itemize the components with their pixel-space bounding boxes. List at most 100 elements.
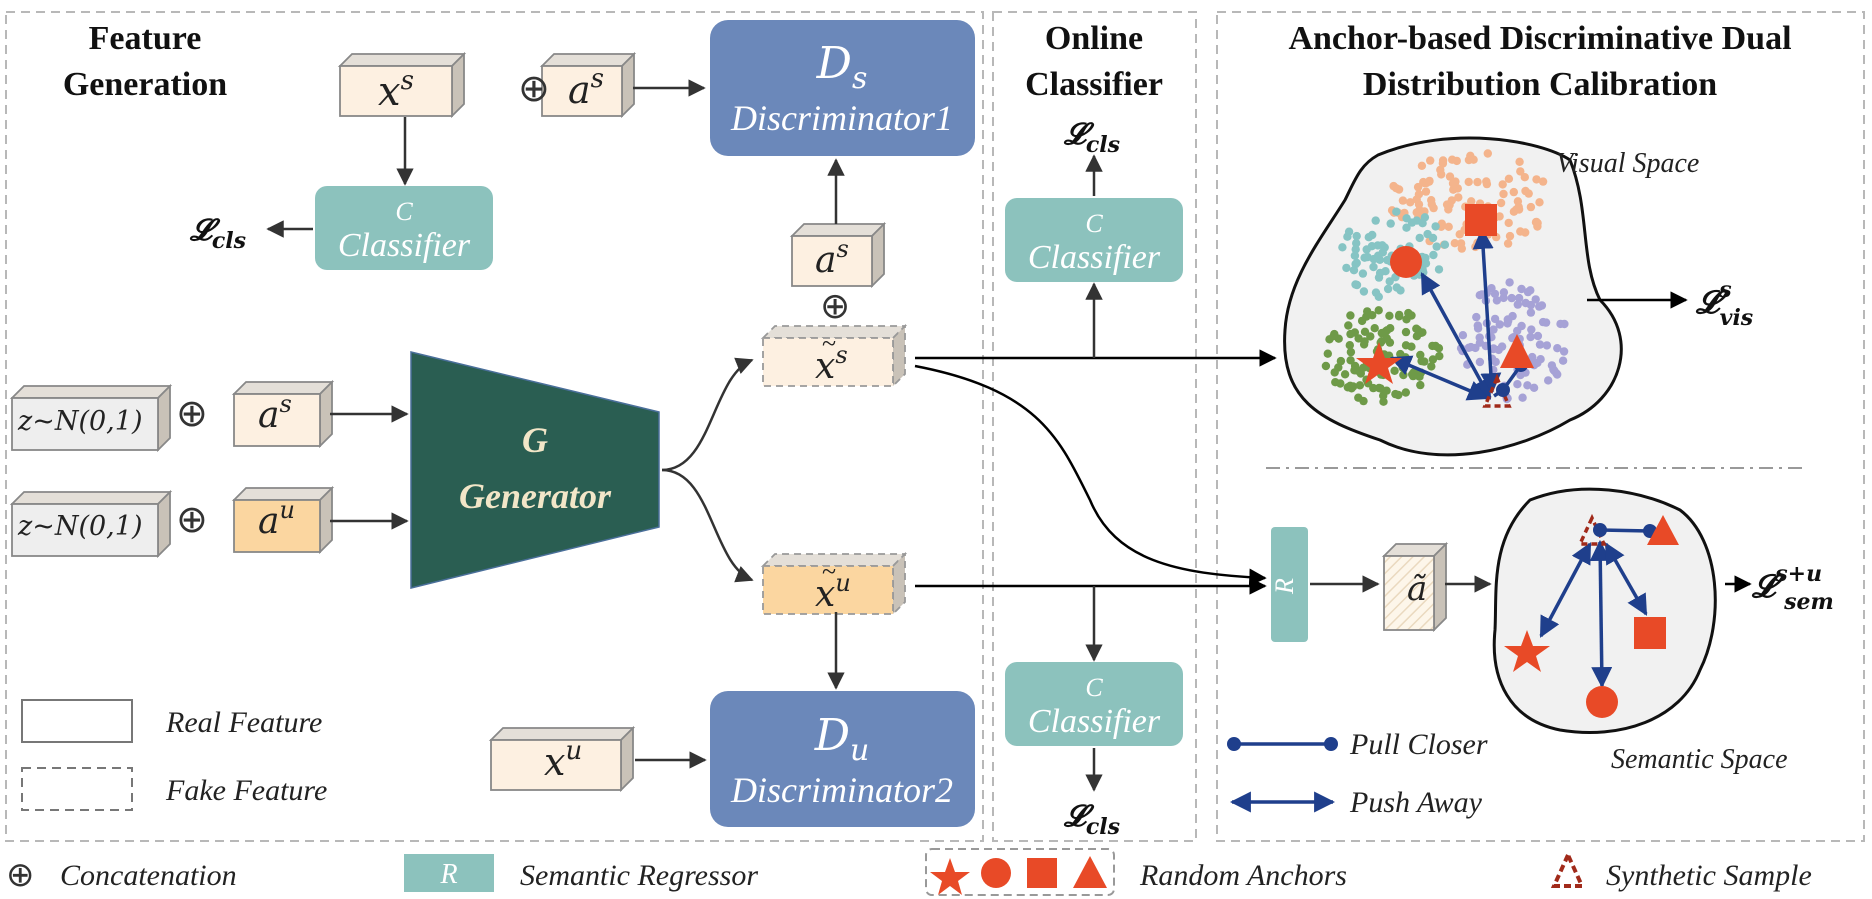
loss-cls-upper: 𝓛cls — [1063, 117, 1120, 158]
cluster-point — [1402, 223, 1411, 232]
cluster-point — [1396, 349, 1405, 359]
visual-pull-node — [1496, 383, 1510, 397]
classifier-top — [315, 186, 493, 270]
noise-seen: z~N(0,1) — [17, 406, 142, 437]
cluster-point — [1482, 177, 1491, 186]
cluster-point — [1412, 195, 1421, 204]
semantic-anchor-triangle — [1647, 515, 1679, 545]
arrow-fake-seen-to-regressor — [914, 364, 1267, 587]
cluster-point — [1536, 355, 1545, 364]
cluster-point — [1521, 186, 1530, 196]
cluster-point — [1491, 357, 1500, 367]
cluster-point — [1401, 388, 1411, 397]
cluster-point — [1386, 219, 1395, 228]
legend-real-feature-swatch — [21, 699, 133, 743]
classifier-lower-label: Classifier — [1028, 703, 1161, 740]
cluster-point — [1517, 284, 1526, 294]
cluster-point — [1417, 161, 1427, 170]
classifier-lower — [1005, 662, 1183, 746]
cluster-point — [1354, 393, 1363, 402]
cluster-point — [1350, 251, 1360, 260]
legend-pull-dot-left — [1227, 737, 1241, 751]
cluster-point — [1350, 328, 1360, 337]
cluster-point — [1407, 342, 1416, 351]
concat-icon-mid: ⊕ — [820, 286, 850, 326]
cluster-point — [1535, 302, 1544, 311]
cluster-point — [1355, 381, 1365, 390]
online-classifier-panel — [992, 11, 1197, 842]
box-noise-seen — [9, 383, 173, 453]
cluster-point — [1466, 342, 1476, 352]
cluster-point — [1538, 177, 1548, 186]
box-x-unseen — [488, 725, 636, 793]
classifier-top-label: Classifier — [338, 227, 471, 264]
cluster-point — [1420, 357, 1429, 366]
cluster-point — [1344, 321, 1353, 330]
cluster-point — [1426, 156, 1435, 165]
cluster-point — [1507, 293, 1516, 303]
cluster-point — [1505, 278, 1514, 287]
cluster-point — [1412, 324, 1421, 333]
cluster-point — [1366, 332, 1375, 341]
cluster-point — [1379, 397, 1388, 406]
cluster-point — [1357, 316, 1367, 326]
concat-icon-unseen: ⊕ — [176, 499, 208, 541]
cluster-point — [1374, 251, 1383, 260]
box-a-tilde — [1381, 541, 1449, 633]
du-label: Discriminator2 — [730, 770, 953, 810]
cluster-point — [1383, 284, 1393, 294]
cluster-point — [1532, 217, 1541, 227]
cluster-point — [1340, 370, 1350, 379]
cluster-point — [1358, 269, 1368, 278]
cluster-point — [1544, 376, 1553, 385]
semantic-regressor-symbol: R — [1270, 578, 1299, 595]
cluster-point — [1444, 222, 1453, 231]
ds-label: Discriminator1 — [730, 98, 953, 138]
feature-a-unseen-input: au — [258, 496, 295, 542]
cluster-point — [1380, 243, 1389, 252]
cluster-point — [1407, 218, 1417, 227]
cluster-point — [1452, 156, 1462, 166]
cluster-point — [1445, 200, 1454, 210]
cluster-point — [1389, 181, 1398, 191]
cluster-point — [1504, 174, 1514, 183]
cluster-point — [1351, 245, 1360, 254]
cluster-point — [1415, 233, 1424, 243]
cluster-point — [1532, 175, 1541, 184]
cluster-point — [1395, 310, 1404, 320]
feature-x-unseen: xu — [544, 736, 582, 784]
loss-cls-top: 𝓛cls — [189, 213, 246, 254]
cluster-point — [1514, 293, 1524, 303]
fake-feature-seen: xs — [815, 341, 848, 387]
legend-anchor-square — [1027, 858, 1057, 888]
cluster-point — [1368, 230, 1377, 240]
cluster-point — [1381, 267, 1390, 276]
legend-fake-feature-swatch — [21, 767, 133, 811]
semantic-pull-node — [1593, 523, 1607, 537]
cluster-point — [1321, 361, 1331, 371]
cluster-point — [1360, 253, 1369, 262]
loss-cls-lower: 𝓛cls — [1063, 799, 1120, 840]
cluster-point — [1518, 393, 1527, 402]
cluster-point — [1432, 242, 1441, 251]
box-fake-seen — [760, 323, 908, 389]
cluster-point — [1499, 189, 1508, 199]
box-a-seen-top — [539, 51, 637, 119]
semantic-anchor-circle — [1586, 686, 1618, 718]
cluster-point — [1542, 341, 1552, 350]
cluster-point — [1473, 238, 1482, 247]
legend-anchor-triangle — [1073, 856, 1107, 888]
cluster-point — [1497, 342, 1507, 351]
cluster-point — [1392, 207, 1401, 216]
legend-synthetic-sample: Synthetic Sample — [1606, 859, 1812, 892]
cluster-point — [1473, 324, 1483, 333]
cluster-point — [1527, 325, 1536, 334]
classifier-upper-label: Classifier — [1028, 239, 1161, 276]
cluster-point — [1533, 331, 1543, 341]
cluster-point — [1464, 177, 1473, 187]
cluster-point — [1329, 331, 1338, 341]
cluster-point — [1535, 340, 1545, 349]
cluster-point — [1490, 289, 1500, 299]
cluster-point — [1415, 372, 1424, 381]
cluster-point — [1356, 369, 1366, 378]
